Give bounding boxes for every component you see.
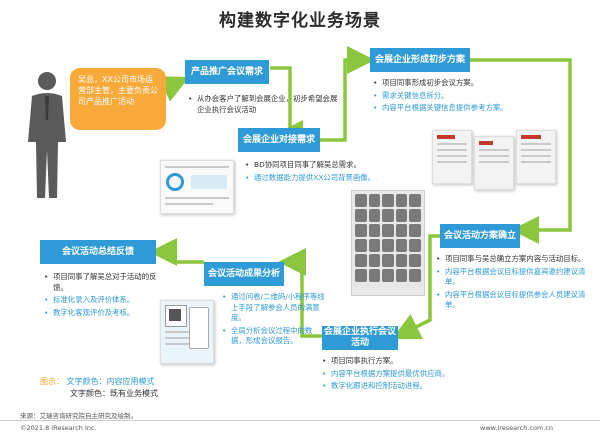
step-item: 内容平台根据方案提供最优供应商。: [322, 369, 492, 380]
step-desc-s6: 通过问卷/二维码/小程序等线上手段了解参会人员的满意度。 全局分析会议过程中的数…: [222, 292, 326, 349]
legend-app-text: 文字颜色：内容应用模式: [66, 377, 155, 386]
arrow-s2-to-s3: [320, 46, 375, 142]
step-desc-s2: BD协同项目同事了解吴总需求。 通过数据能力提供XX公司背景画像。: [245, 160, 395, 185]
step-item: 内容平台根据会议目标提供参会人员建议清单。: [436, 290, 586, 311]
step-box-s7: 会议活动总结反馈: [40, 240, 156, 264]
step-item: 项目同事与吴总确立方案内容与活动目标。: [436, 254, 586, 265]
step-desc-s5: 项目同事执行方案。 内容平台根据方案提供最优供应商。 数字化跟进和控制活动进程。: [322, 356, 492, 394]
step-box-s4: 会议活动方案确立: [440, 224, 520, 248]
step-item: 内容平台根据会议目标提供嘉宾邀约建议清单。: [436, 267, 586, 288]
copyright: ©2021.8 iResearch Inc.: [20, 424, 97, 432]
arrow-s4-to-s5: [391, 234, 440, 340]
arrow-s3-to-s4: [470, 58, 572, 244]
step-item: 通过数据能力提供XX公司背景画像。: [245, 173, 395, 184]
plan-doc-thumbnail: [516, 130, 556, 184]
footer-divider: [0, 420, 600, 421]
site-url: www.iresearch.com.cn: [480, 424, 554, 432]
step-box-s5: 会展企业执行会议活动: [322, 326, 398, 350]
guest-photo-grid: [351, 190, 425, 296]
legend: 图示： 文字颜色：内容应用模式 文字颜色：既有业务模式: [40, 376, 210, 400]
step-item: 数字化跟进和控制活动进程。: [322, 381, 492, 392]
step-box-s1: 产品推广会议需求: [185, 60, 269, 84]
step-desc-s7: 项目同事了解吴总对于活动的反馈。 标准化录入及评价体系。 数字化客观评价及考核。: [44, 272, 162, 320]
arrow-s6-to-s7: [149, 238, 204, 266]
step-desc-s3: 项目同事形成初步会议方案。 需求关键信息拆分。 内容平台根据关键信息提供参考方案…: [373, 78, 523, 116]
plan-doc-thumbnail: [474, 136, 514, 190]
step-item: 从办会客户了解到会展企业，初步希望会展企业执行会议活动: [188, 94, 338, 115]
source-note: 来源：艾瑞咨询研究院自主研究及绘制。: [20, 412, 137, 420]
step-item: 通过问卷/二维码/小程序等线上手段了解参会人员的满意度。: [222, 292, 326, 324]
legend-plain-text: 文字颜色：既有业务模式: [70, 389, 158, 398]
step-item: 标准化录入及评价体系。: [44, 295, 162, 306]
page-title: 构建数字化业务场景: [219, 11, 381, 31]
step-box-s3: 会展企业形成初步方案: [370, 48, 470, 72]
step-item: 项目同事执行方案。: [322, 356, 492, 367]
businessman-icon: [28, 72, 66, 198]
step-box-s2: 会展企业对接需求: [238, 128, 320, 152]
step-item: 内容平台根据关键信息提供参考方案。: [373, 103, 523, 114]
step-item: BD协同项目同事了解吴总需求。: [245, 160, 395, 171]
step-desc-s4: 项目同事与吴总确立方案内容与活动目标。 内容平台根据会议目标提供嘉宾邀约建议清单…: [436, 254, 586, 313]
step-desc-s1: 从办会客户了解到会展企业，初步希望会展企业执行会议活动: [188, 94, 338, 117]
step-box-s6: 会议活动成果分析: [204, 262, 284, 286]
dashboard-thumbnail: [160, 160, 234, 214]
step-item: 项目同事了解吴总对于活动的反馈。: [44, 272, 162, 293]
step-item: 数字化客观评价及考核。: [44, 308, 162, 319]
legend-label: 图示：: [40, 377, 64, 386]
persona-callout: 吴总，XX公司市场运营部主管，主要负责公司产品推广活动: [70, 68, 166, 130]
step-item: 项目同事形成初步会议方案。: [373, 78, 523, 89]
plan-doc-thumbnail: [432, 130, 472, 184]
step-item: 需求关键信息拆分。: [373, 91, 523, 102]
arrow-persona-to-s1: [158, 76, 190, 102]
survey-thumbnail: [160, 300, 214, 364]
step-item: 全局分析会议过程中的数据，形成会议报告。: [222, 326, 326, 347]
